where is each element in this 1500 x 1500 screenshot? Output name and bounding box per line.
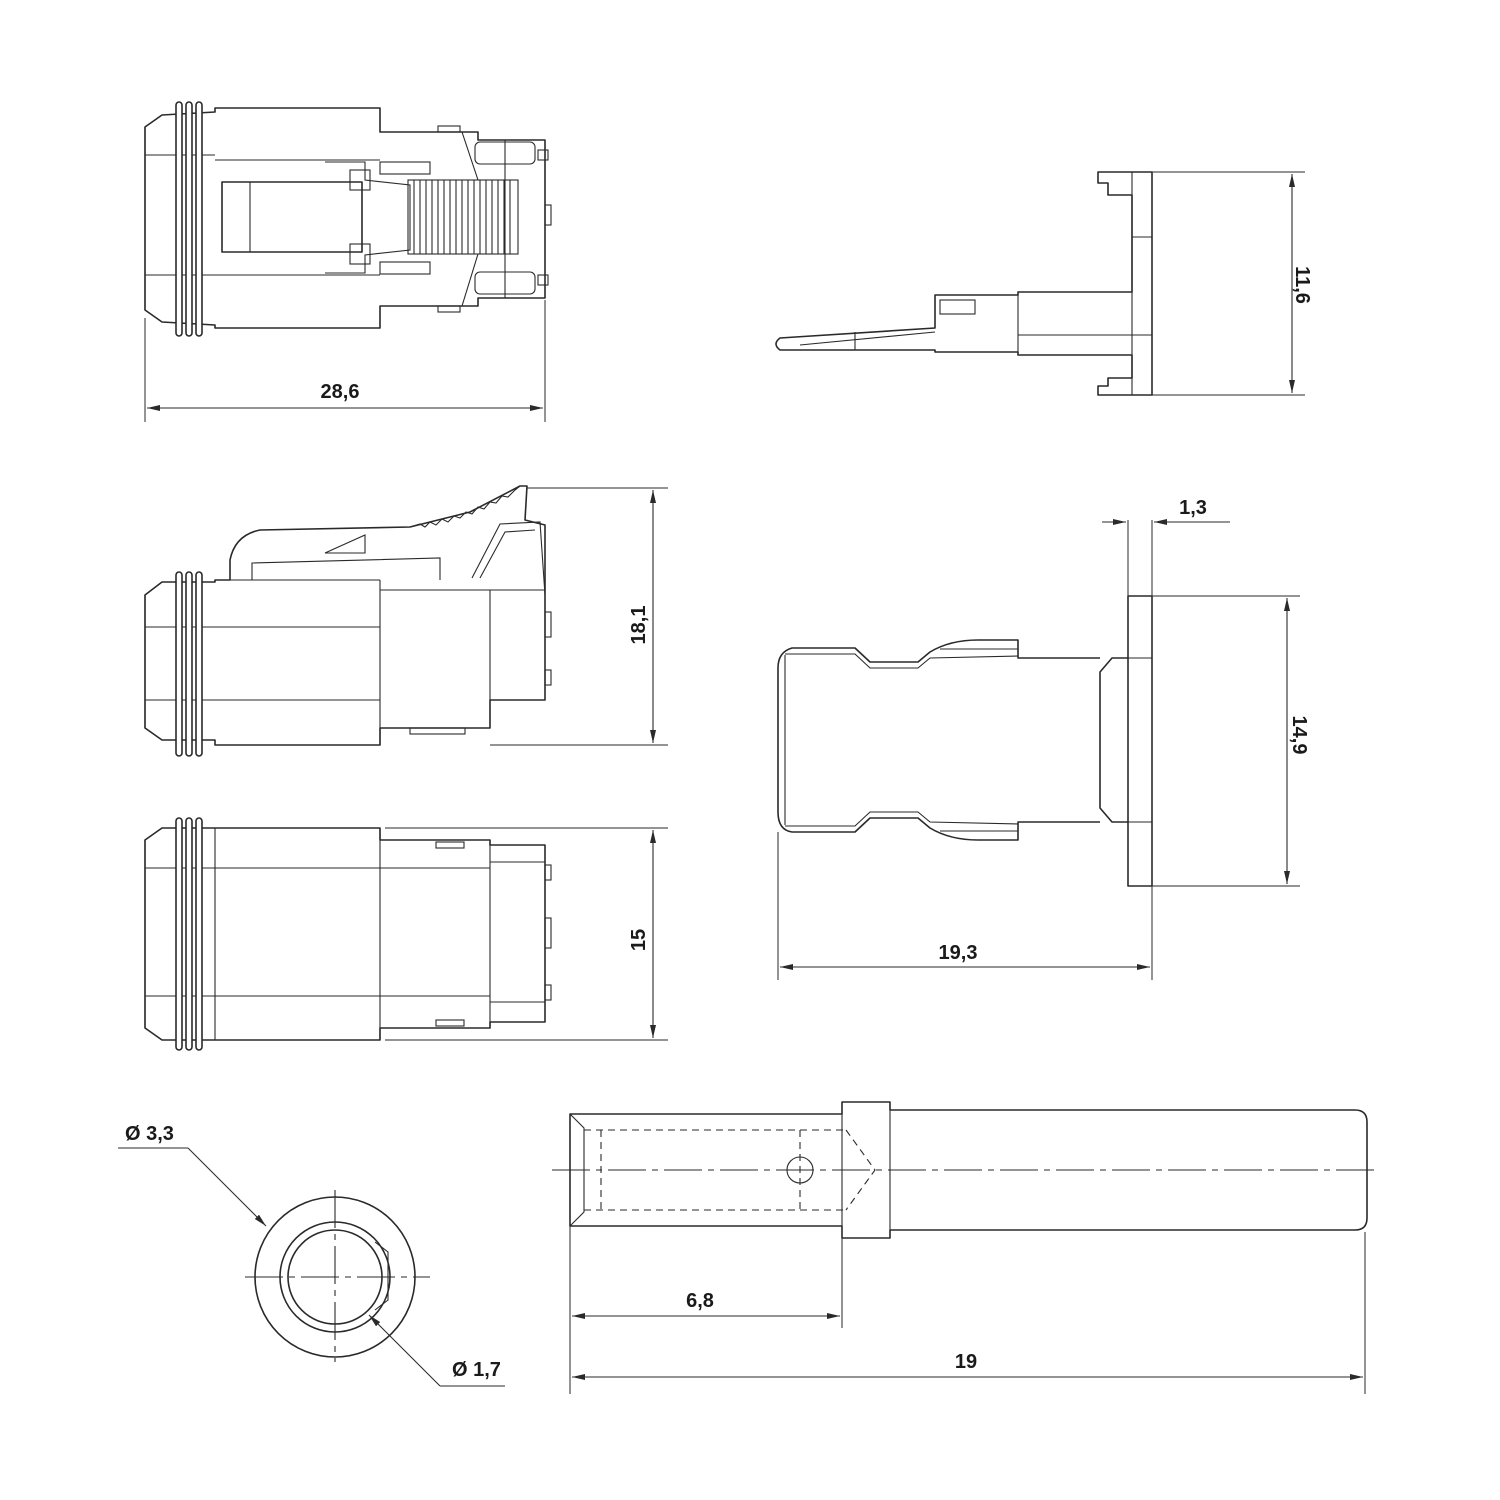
ribbed-latch [407, 179, 519, 255]
connector-side-view [144, 485, 552, 757]
dimension-19-3: 19,3 [777, 832, 1153, 980]
dimension-label: 15 [628, 929, 650, 951]
dimension-label: Ø 3,3 [125, 1123, 174, 1145]
dimension-11-6: 11,6 [1152, 171, 1313, 396]
dimension-label: 19,3 [939, 942, 978, 964]
dimension-6-8: 6,8 [569, 1226, 843, 1328]
dimension-label: 6,8 [686, 1290, 714, 1312]
dimension-diameter-3-3: Ø 3,3 [118, 1123, 267, 1227]
dimension-diameter-1-7: Ø 1,7 [368, 1314, 505, 1387]
dimension-label: 14,9 [1288, 716, 1310, 755]
dimension-18-1: 18,1 [490, 487, 668, 746]
dimension-1-3: 1,3 [1102, 497, 1230, 596]
clip-front-view [777, 595, 1153, 887]
contact-end-view [245, 1190, 430, 1362]
contact-side-view [552, 1101, 1378, 1239]
clip-side-view [775, 171, 1153, 396]
connector-bottom-view [144, 817, 552, 1051]
dimension-28-6: 28,6 [144, 300, 546, 422]
dimension-label: 19 [955, 1351, 977, 1373]
dimension-label: Ø 1,7 [452, 1359, 501, 1381]
dimension-19: 19 [569, 1232, 1366, 1394]
connector-top-view [144, 101, 552, 337]
dimension-label: 11,6 [1291, 266, 1313, 304]
dimension-15: 15 [385, 827, 668, 1041]
dimension-label: 1,3 [1179, 497, 1207, 519]
dimension-14-9: 14,9 [1152, 595, 1310, 887]
dimension-label: 18,1 [628, 606, 650, 645]
dimension-label: 28,6 [321, 381, 360, 403]
